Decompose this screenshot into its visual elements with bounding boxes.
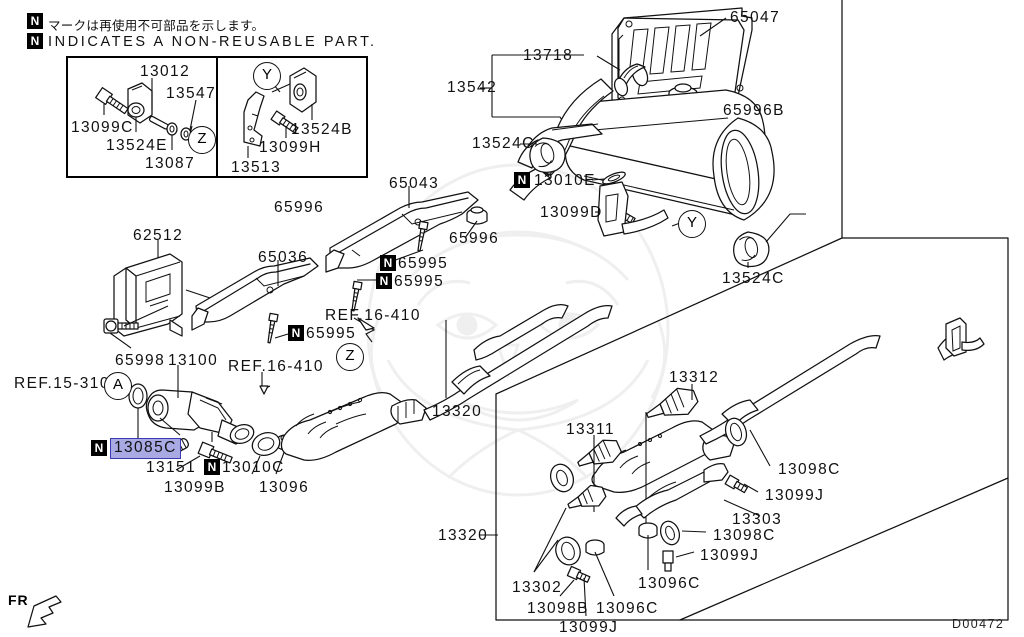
inset-left-label-13099C: 13099C — [71, 119, 134, 136]
inset-br-label-13302: 13302 — [512, 579, 563, 596]
n-badge-65995-b: N — [376, 273, 392, 289]
n-badge-13010E: N — [514, 172, 530, 188]
background-watermark — [366, 163, 670, 497]
legend-badge-english: N — [27, 33, 43, 49]
ref-circle-Y-inset: Y — [253, 62, 281, 90]
inset-left-label-13524E: 13524E — [106, 137, 168, 154]
inset-br-label-13099J-bottom: 13099J — [559, 619, 619, 636]
orientation-marker-label: FR — [8, 592, 29, 608]
part-label-65047: 65047 — [730, 9, 781, 26]
part-label-65995-c: 65995 — [306, 325, 357, 342]
part-label-65996B: 65996B — [723, 102, 785, 119]
part-label-65995-b: 65995 — [394, 273, 445, 290]
part-label-62512: 62512 — [133, 227, 184, 244]
ref-circle-A: A — [104, 372, 132, 400]
inset-br-label-13099J-upper: 13099J — [765, 487, 825, 504]
inset-br-label-13303: 13303 — [732, 511, 783, 528]
part-label-13099D: 13099D — [540, 204, 603, 221]
selected-part-label-13085C[interactable]: 13085C — [110, 438, 181, 459]
part-label-65036: 65036 — [258, 249, 309, 266]
document-code: D00472 — [952, 617, 1005, 631]
part-label-65995-a: 65995 — [398, 255, 449, 272]
ref-circle-Z-inset: Z — [188, 126, 216, 154]
part-label-65043: 65043 — [389, 175, 440, 192]
inset-br-label-13098C-lower: 13098C — [713, 527, 776, 544]
ref-label-16-410-upper: REF.16-410 — [325, 307, 421, 324]
part-label-13010E: 13010E — [534, 172, 596, 189]
part-label-13320-lower: 13320 — [438, 527, 489, 544]
ref-label-15-310: REF.15-310 — [14, 375, 110, 392]
inset-frame-right — [216, 56, 368, 178]
part-label-13151: 13151 — [146, 459, 197, 476]
part-label-13099B: 13099B — [164, 479, 226, 496]
part-label-13718: 13718 — [523, 47, 574, 64]
inset-left-label-13547: 13547 — [166, 85, 217, 102]
inset-left-label-13087: 13087 — [145, 155, 196, 172]
legend-badge-japanese: N — [27, 13, 43, 29]
ref-label-16-410-lower: REF.16-410 — [228, 358, 324, 375]
ref-circle-Z-main: Z — [336, 343, 364, 371]
inset-br-label-13099J-lower: 13099J — [700, 547, 760, 564]
n-badge-65995-c: N — [288, 325, 304, 341]
n-badge-65995-a: N — [380, 255, 396, 271]
part-label-13096: 13096 — [259, 479, 310, 496]
inset-right-label-13524B: 13524B — [291, 121, 353, 138]
part-label-65996-right: 65996 — [449, 230, 500, 247]
inset-br-label-13098C-upper: 13098C — [778, 461, 841, 478]
inset-br-label-13096C-mid: 13096C — [596, 600, 659, 617]
inset-br-label-13312: 13312 — [669, 369, 720, 386]
part-label-13320-upper: 13320 — [432, 403, 483, 420]
part-label-65998: 65998 — [115, 352, 166, 369]
part-label-13542: 13542 — [447, 79, 498, 96]
inset-br-label-13096C-right: 13096C — [638, 575, 701, 592]
n-badge-13010C: N — [204, 459, 220, 475]
inset-br-label-13311: 13311 — [566, 421, 615, 438]
part-label-13010C: 13010C — [222, 459, 285, 476]
n-badge-13085C: N — [91, 440, 107, 456]
part-label-13524C-lower: 13524C — [722, 270, 785, 287]
part-label-13100: 13100 — [168, 352, 219, 369]
legend-japanese-note: マークは再使用不可部品を示します。 — [48, 18, 265, 33]
inset-left-label-13012: 13012 — [140, 63, 191, 80]
inset-right-label-13513: 13513 — [231, 159, 282, 176]
legend-english-note: INDICATES A NON-REUSABLE PART. — [48, 34, 377, 50]
part-label-65996-left: 65996 — [274, 199, 325, 216]
ref-circle-Y-main: Y — [678, 210, 706, 238]
inset-right-label-13099H: 13099H — [259, 139, 322, 156]
inset-br-label-13098B: 13098B — [527, 600, 589, 617]
part-label-13524C-upper: 13524C — [472, 135, 535, 152]
